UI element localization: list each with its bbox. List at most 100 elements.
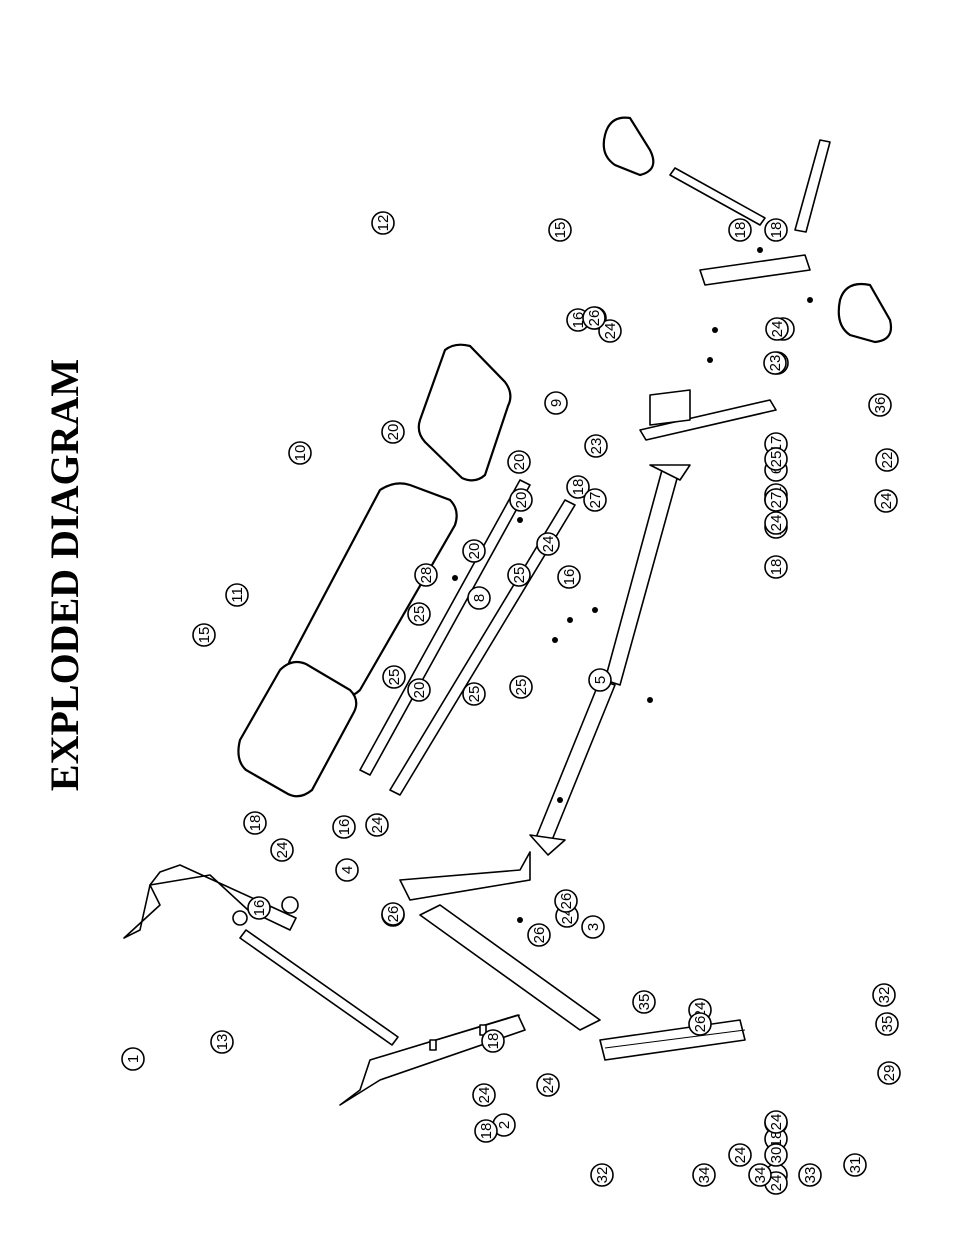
callout-number: 32	[594, 1167, 611, 1184]
callout-number: 26	[531, 927, 548, 944]
callout-c24i: 24	[764, 1110, 788, 1134]
callout-circle	[462, 682, 486, 706]
callout-circle	[382, 665, 406, 689]
callout-circle	[877, 1061, 901, 1085]
callout-circle	[868, 393, 892, 417]
callout-circle	[688, 1012, 712, 1036]
callout-c24d: 24	[472, 1083, 496, 1107]
callout-c33: 33	[798, 1163, 822, 1187]
callout-number: 18	[768, 222, 785, 239]
callout-c24m: 24	[598, 319, 622, 343]
callout-c25c: 25	[462, 682, 486, 706]
part-7-back-support	[639, 389, 777, 441]
callout-c16c: 16	[557, 565, 581, 589]
diagram-title: EXPLODED DIAGRAM	[42, 359, 87, 791]
callout-circle	[581, 915, 605, 939]
callout-c18d: 18	[764, 555, 788, 579]
callout-c35b: 35	[875, 1012, 899, 1036]
callout-circle	[544, 391, 568, 415]
callout-number: 28	[418, 567, 435, 584]
callout-number: 24	[768, 1114, 785, 1131]
callout-c25d: 25	[507, 563, 531, 587]
callout-circle	[764, 218, 788, 242]
callout-circle	[765, 317, 789, 341]
callout-number: 32	[876, 987, 893, 1004]
callout-c20a: 20	[381, 420, 405, 444]
callout-labels: 1233456789101112131515161616161617181818…	[121, 211, 901, 1195]
callout-circle	[875, 1012, 899, 1036]
callout-number: 16	[336, 819, 353, 836]
callout-circle	[548, 218, 572, 242]
callout-circle	[583, 488, 607, 512]
callout-number: 16	[251, 900, 268, 917]
part-11-seat-pad	[237, 660, 358, 798]
callout-circle	[121, 1047, 145, 1071]
part-4-front-crossbar	[419, 904, 601, 1031]
callout-c26a: 26	[381, 902, 405, 926]
callout-circle	[407, 602, 431, 626]
callout-c24k: 24	[764, 511, 788, 535]
callout-c26e: 26	[688, 1012, 712, 1036]
callout-circle	[536, 532, 560, 556]
callout-number: 18	[768, 559, 785, 576]
callout-number: 18	[247, 815, 264, 832]
part-6-main-frame-upper	[604, 464, 691, 686]
part-31-adjust-tube	[794, 139, 831, 233]
callout-circle	[843, 1153, 867, 1177]
callout-number: 35	[879, 1016, 896, 1033]
callout-number: 23	[767, 355, 784, 372]
callout-number: 18	[732, 222, 749, 239]
callout-circle	[192, 623, 216, 647]
callout-number: 15	[196, 627, 213, 644]
callout-c16b: 16	[247, 896, 271, 920]
callout-number: 26	[586, 310, 603, 327]
callout-c13: 13	[210, 1030, 234, 1054]
callout-number: 25	[511, 567, 528, 584]
callout-c32a: 32	[590, 1163, 614, 1187]
callout-circle	[371, 211, 395, 235]
callout-number: 26	[385, 906, 402, 923]
callout-number: 20	[466, 543, 483, 560]
callout-c3a: 3	[581, 915, 605, 939]
callout-number: 3	[585, 923, 602, 931]
callout-c20b: 20	[407, 678, 431, 702]
callout-c1: 1	[121, 1047, 145, 1071]
callout-circle	[764, 1110, 788, 1134]
callout-number: 22	[879, 452, 896, 469]
callout-circle	[474, 1119, 498, 1143]
callout-circle	[507, 450, 531, 474]
callout-c36: 36	[868, 393, 892, 417]
callout-c20e: 20	[509, 488, 533, 512]
callout-circle	[875, 448, 899, 472]
part-30-roller-axle	[669, 167, 766, 226]
callout-c20d: 20	[507, 450, 531, 474]
callout-number: 23	[588, 438, 605, 455]
callout-circle	[764, 488, 788, 512]
callout-number: 24	[878, 493, 895, 510]
callout-c15b: 15	[548, 218, 572, 242]
callout-number: 24	[769, 321, 786, 338]
callout-circle	[764, 1143, 788, 1167]
callout-number: 24	[768, 515, 785, 532]
callout-c5: 5	[588, 668, 612, 692]
callout-circle	[763, 351, 787, 375]
callout-number: 5	[592, 676, 609, 684]
callout-circle	[874, 489, 898, 513]
callout-c34a: 34	[692, 1163, 716, 1187]
part-32-roller-bottom	[837, 282, 893, 344]
callout-c10: 10	[288, 441, 312, 465]
callout-circle	[472, 1083, 496, 1107]
callout-number: 4	[339, 866, 356, 874]
callout-number: 34	[696, 1167, 713, 1184]
callout-c18h: 18	[764, 218, 788, 242]
callout-number: 25	[386, 669, 403, 686]
callout-circle	[509, 675, 533, 699]
part-29-leg-holder	[699, 254, 811, 286]
callout-number: 24	[732, 1147, 749, 1164]
callout-number: 24	[274, 842, 291, 859]
callout-circle	[692, 1163, 716, 1187]
callout-number: 20	[513, 492, 530, 509]
callout-c27b: 27	[764, 488, 788, 512]
callout-circle	[509, 488, 533, 512]
